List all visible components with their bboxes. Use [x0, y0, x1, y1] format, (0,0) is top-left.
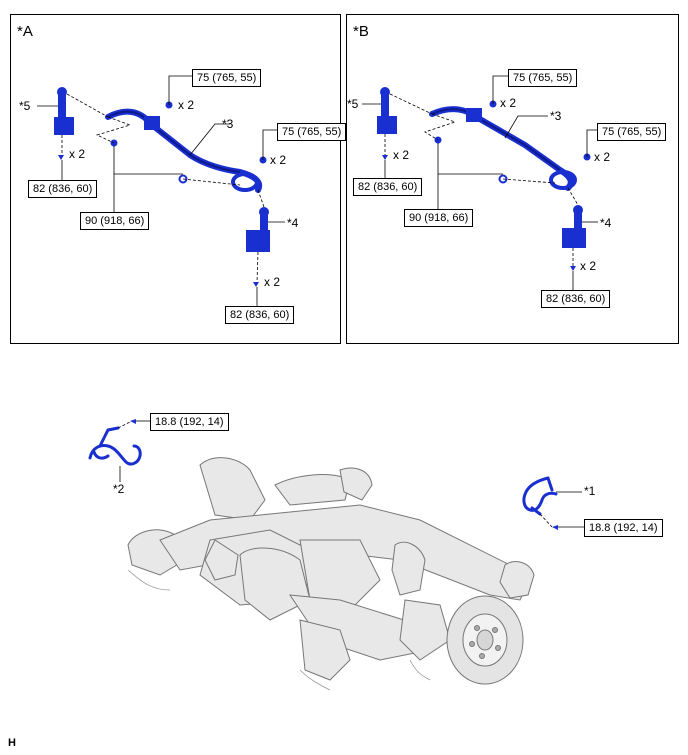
panel-a-callout-right-bolt: 75 (765, 55) [277, 123, 347, 141]
panel-b-qty-right: x 2 [594, 150, 611, 164]
stabilizer-link-b-right [574, 210, 582, 230]
stabilizer-link-b-left [381, 92, 389, 118]
lower-callout-right-torque: 18.8 (192, 14) [584, 519, 663, 537]
speed-sensor-harness-left [88, 426, 142, 466]
panel-b-callout-bottom-nut: 82 (836, 60) [541, 290, 611, 308]
lower-label-part1: *1 [584, 484, 596, 498]
panel-a-qty-bottom: x 2 [264, 275, 281, 289]
bushing-bracket-b-right [549, 170, 577, 190]
panel-b-callout-top-bolt: 75 (765, 55) [508, 69, 578, 87]
lower-callout-left-torque: 18.8 (192, 14) [150, 413, 229, 431]
panel-b-qty-bottom: x 2 [580, 259, 597, 273]
speed-sensor-harness-right [522, 476, 558, 516]
panel-b-callout-right-bolt: 75 (765, 55) [597, 123, 667, 141]
panel-a-label-part5: *5 [19, 99, 31, 113]
stabilizer-link-a-left [58, 90, 66, 120]
panel-b-label-part3: *3 [550, 109, 562, 123]
panel-b-label: *B [353, 23, 369, 40]
panel-b-callout-left-nut: 82 (836, 60) [353, 178, 423, 196]
panel-a-callout-center-nut: 90 (918, 66) [80, 212, 150, 230]
brake-disc-assembly [446, 595, 524, 685]
corner-mark: H [8, 737, 16, 749]
bushing-bracket-a-right [231, 172, 259, 192]
panel-a-label-part4: *4 [287, 216, 299, 230]
panel-a-callout-bottom-nut: 82 (836, 60) [225, 306, 295, 324]
bushing-bracket-a-left [144, 116, 160, 130]
panel-a-label-part3: *3 [222, 117, 234, 131]
panel-a-qty-right: x 2 [270, 153, 287, 167]
panel-b-callout-center-nut: 90 (918, 66) [404, 209, 474, 227]
panel-b-qty-left: x 2 [393, 148, 410, 162]
rear-suspension-assembly [127, 457, 535, 681]
lower-label-part2: *2 [113, 482, 125, 496]
panel-a-qty-left: x 2 [69, 147, 86, 161]
panel-b-label-part5: *5 [347, 97, 359, 111]
panel-a-callout-left-nut: 82 (836, 60) [28, 180, 98, 198]
panel-a-callout-top-bolt: 75 (765, 55) [192, 69, 262, 87]
bushing-bracket-b-left [466, 108, 482, 122]
panel-a: *A [10, 14, 341, 344]
panel-a-qty-top: x 2 [178, 98, 195, 112]
panel-b-qty-top: x 2 [500, 96, 517, 110]
panel-b-label-part4: *4 [600, 216, 612, 230]
stabilizer-link-a-right [260, 212, 268, 232]
panel-a-label: *A [17, 23, 33, 40]
